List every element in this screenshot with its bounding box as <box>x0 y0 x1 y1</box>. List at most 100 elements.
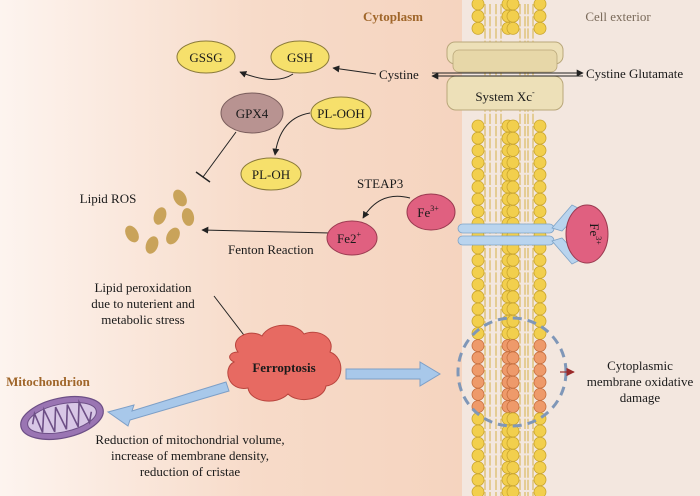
lipid-head <box>506 412 520 426</box>
lipid-head <box>506 302 520 316</box>
lipid-head <box>506 9 520 23</box>
lipid-head <box>506 156 520 170</box>
membrane-damage-line-1: Cytoplasmic <box>607 358 673 373</box>
lipid-head <box>506 253 520 267</box>
mito-effects-line-1: Reduction of mitochondrial volume, <box>95 432 284 447</box>
steap3-label: STEAP3 <box>357 176 403 191</box>
lipid-head <box>506 473 520 487</box>
cell-membrane <box>471 0 547 496</box>
lipid-head <box>533 485 547 496</box>
lipid-head <box>506 0 520 11</box>
ferroptosis-label: Ferroptosis <box>252 360 315 375</box>
lipid-head <box>506 265 520 279</box>
lipid-head <box>506 180 520 194</box>
arrow-to-mitochondrion <box>106 381 230 427</box>
damaged-lipid-head <box>471 363 485 377</box>
lipid-ros-cluster <box>125 189 195 254</box>
damaged-lipid-head <box>533 339 547 353</box>
gsh-label: GSH <box>287 50 313 65</box>
lipid-head <box>471 253 485 267</box>
lipid-head <box>471 302 485 316</box>
lipid-head <box>533 168 547 182</box>
damaged-lipid-head <box>506 339 520 353</box>
mitochondrion-icon <box>20 395 104 441</box>
lipid-head <box>471 21 485 35</box>
lipid-head <box>471 278 485 292</box>
lipid-head <box>506 143 520 157</box>
lipid-peroxidation-line-1: Lipid peroxidation <box>94 280 192 295</box>
lipid-head <box>533 192 547 206</box>
damaged-lipid-head <box>533 400 547 414</box>
lipid-ros-label: Lipid ROS <box>80 191 137 206</box>
lipid-head <box>506 290 520 304</box>
lipid-head <box>506 448 520 462</box>
lipid-head <box>533 473 547 487</box>
lipid-head <box>506 485 520 496</box>
damaged-lipid-head <box>471 375 485 389</box>
cystine-glutamate-label: Cystine Glutamate <box>586 66 683 81</box>
cell-exterior-label: Cell exterior <box>585 9 651 24</box>
membrane-damage-line-3: damage <box>620 390 661 405</box>
lipid-head <box>471 265 485 279</box>
lipid-head <box>471 131 485 145</box>
lipid-head <box>471 192 485 206</box>
gsh-node <box>270 40 330 74</box>
lipid-head <box>533 131 547 145</box>
fe3-exterior-label: Fe3+ <box>587 223 603 245</box>
lipid-head <box>506 326 520 340</box>
membrane-damage-line-2: membrane oxidative <box>587 374 694 389</box>
lipid-head <box>506 21 520 35</box>
lipid-head <box>471 314 485 328</box>
lipid-head <box>533 180 547 194</box>
lipid-head <box>533 461 547 475</box>
mito-effects-line-2: increase of membrane density, <box>111 448 269 463</box>
mitochondrion-label: Mitochondrion <box>6 374 91 389</box>
lipid-head <box>471 9 485 23</box>
lipid-head <box>533 448 547 462</box>
system-xc-transporter: System Xc- <box>446 41 564 111</box>
lipid-head <box>471 204 485 218</box>
lipid-head <box>533 119 547 133</box>
lipid-head <box>471 119 485 133</box>
lipid-head <box>471 180 485 194</box>
pl-ooh-label: PL-OOH <box>317 106 365 121</box>
damaged-lipid-head <box>506 375 520 389</box>
lipid-head <box>506 192 520 206</box>
lipid-head <box>471 424 485 438</box>
arrow-to-membrane <box>345 361 441 387</box>
damaged-lipid-head <box>506 387 520 401</box>
damaged-lipid-head <box>506 363 520 377</box>
damaged-lipid-head <box>533 375 547 389</box>
mito-effects-line-3: reduction of cristae <box>140 464 241 479</box>
damaged-lipid-head <box>506 400 520 414</box>
lipid-head <box>471 0 485 11</box>
lipid-head <box>506 436 520 450</box>
lipid-head <box>533 278 547 292</box>
damaged-lipid-head <box>506 351 520 365</box>
lipid-head <box>533 143 547 157</box>
fe2-node <box>326 220 378 256</box>
fe3-exterior-node <box>565 204 609 264</box>
lipid-head <box>533 290 547 304</box>
fe2-label: Fe2+ <box>337 230 362 246</box>
damaged-lipid-head <box>533 351 547 365</box>
lipid-head <box>533 0 547 11</box>
system-xc-label: System Xc- <box>475 88 535 104</box>
lipid-head <box>533 204 547 218</box>
fenton-reaction-label: Fenton Reaction <box>228 242 314 257</box>
lipid-head <box>471 436 485 450</box>
lipid-head <box>471 461 485 475</box>
lipid-head <box>471 473 485 487</box>
lipid-head <box>533 156 547 170</box>
pl-ooh-node <box>310 96 372 130</box>
lipid-head <box>471 156 485 170</box>
ferroptosis-cloud: Ferroptosis <box>227 324 342 402</box>
damaged-lipid-head <box>533 387 547 401</box>
lipid-head <box>533 424 547 438</box>
gpx4-node <box>220 92 284 134</box>
lipid-head <box>471 290 485 304</box>
fe3-cytoplasm-label: Fe3+ <box>417 204 439 220</box>
lipid-head <box>471 143 485 157</box>
